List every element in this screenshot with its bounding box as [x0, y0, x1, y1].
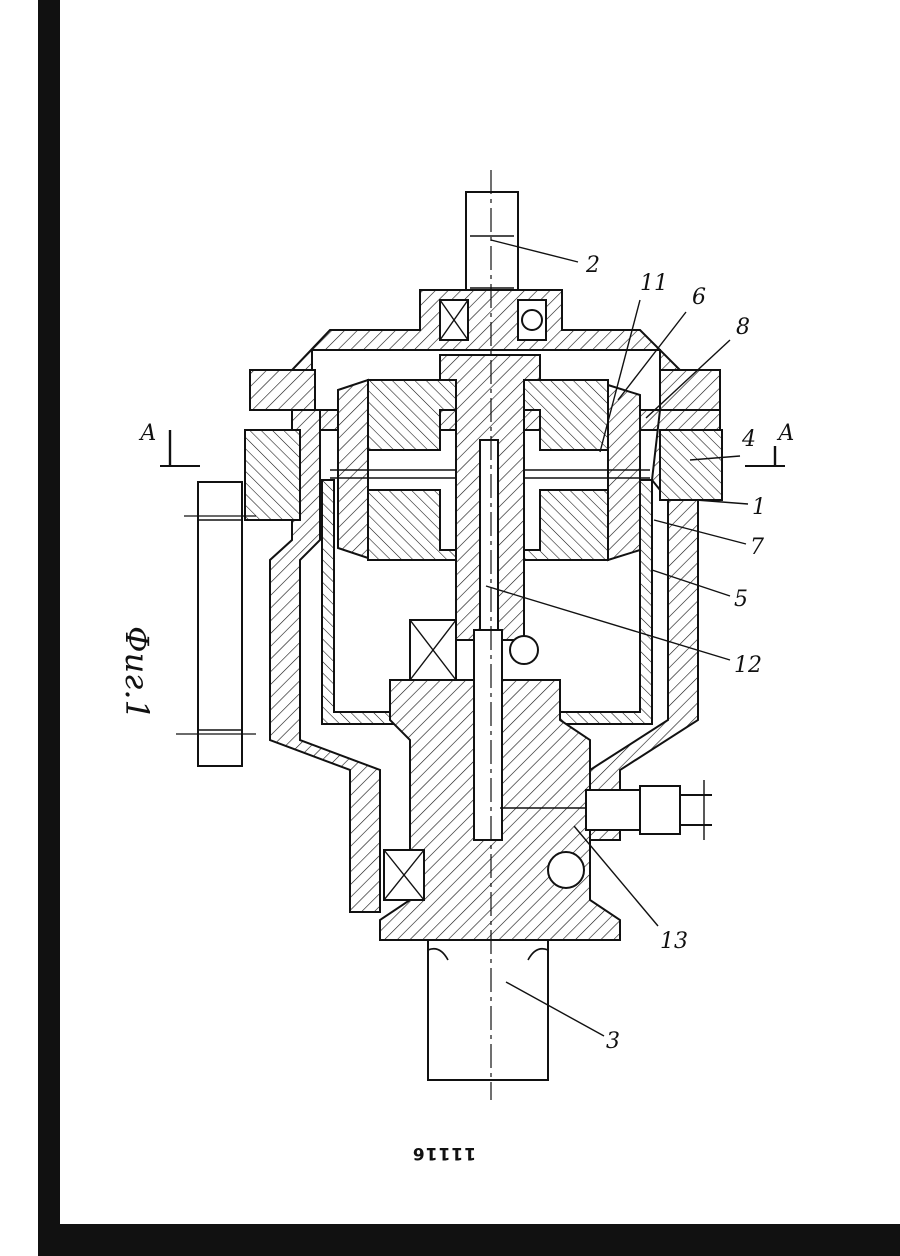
label-part-8: 8 — [736, 315, 750, 340]
label-part-6: 6 — [692, 285, 706, 310]
label-part-3: 3 — [606, 1029, 620, 1054]
sheet-number: 11116 — [412, 1143, 476, 1163]
label-part-11: 11 — [640, 271, 668, 296]
output-shaft-3 — [428, 940, 548, 1080]
label-part-7: 7 — [750, 535, 764, 560]
section-label-left: А — [138, 421, 157, 446]
label-part-13: 13 — [660, 929, 688, 954]
label-part-1: 1 — [752, 495, 766, 520]
label-part-2: 2 — [585, 253, 600, 278]
lower-hub — [380, 620, 620, 940]
section-label-right: А — [776, 421, 795, 446]
figure-label: Фиг.1 — [118, 626, 156, 720]
mounting-bracket — [176, 482, 256, 766]
label-part-12: 12 — [734, 653, 762, 678]
label-part-4: 4 — [741, 427, 756, 452]
label-part-5: 5 — [734, 587, 748, 612]
